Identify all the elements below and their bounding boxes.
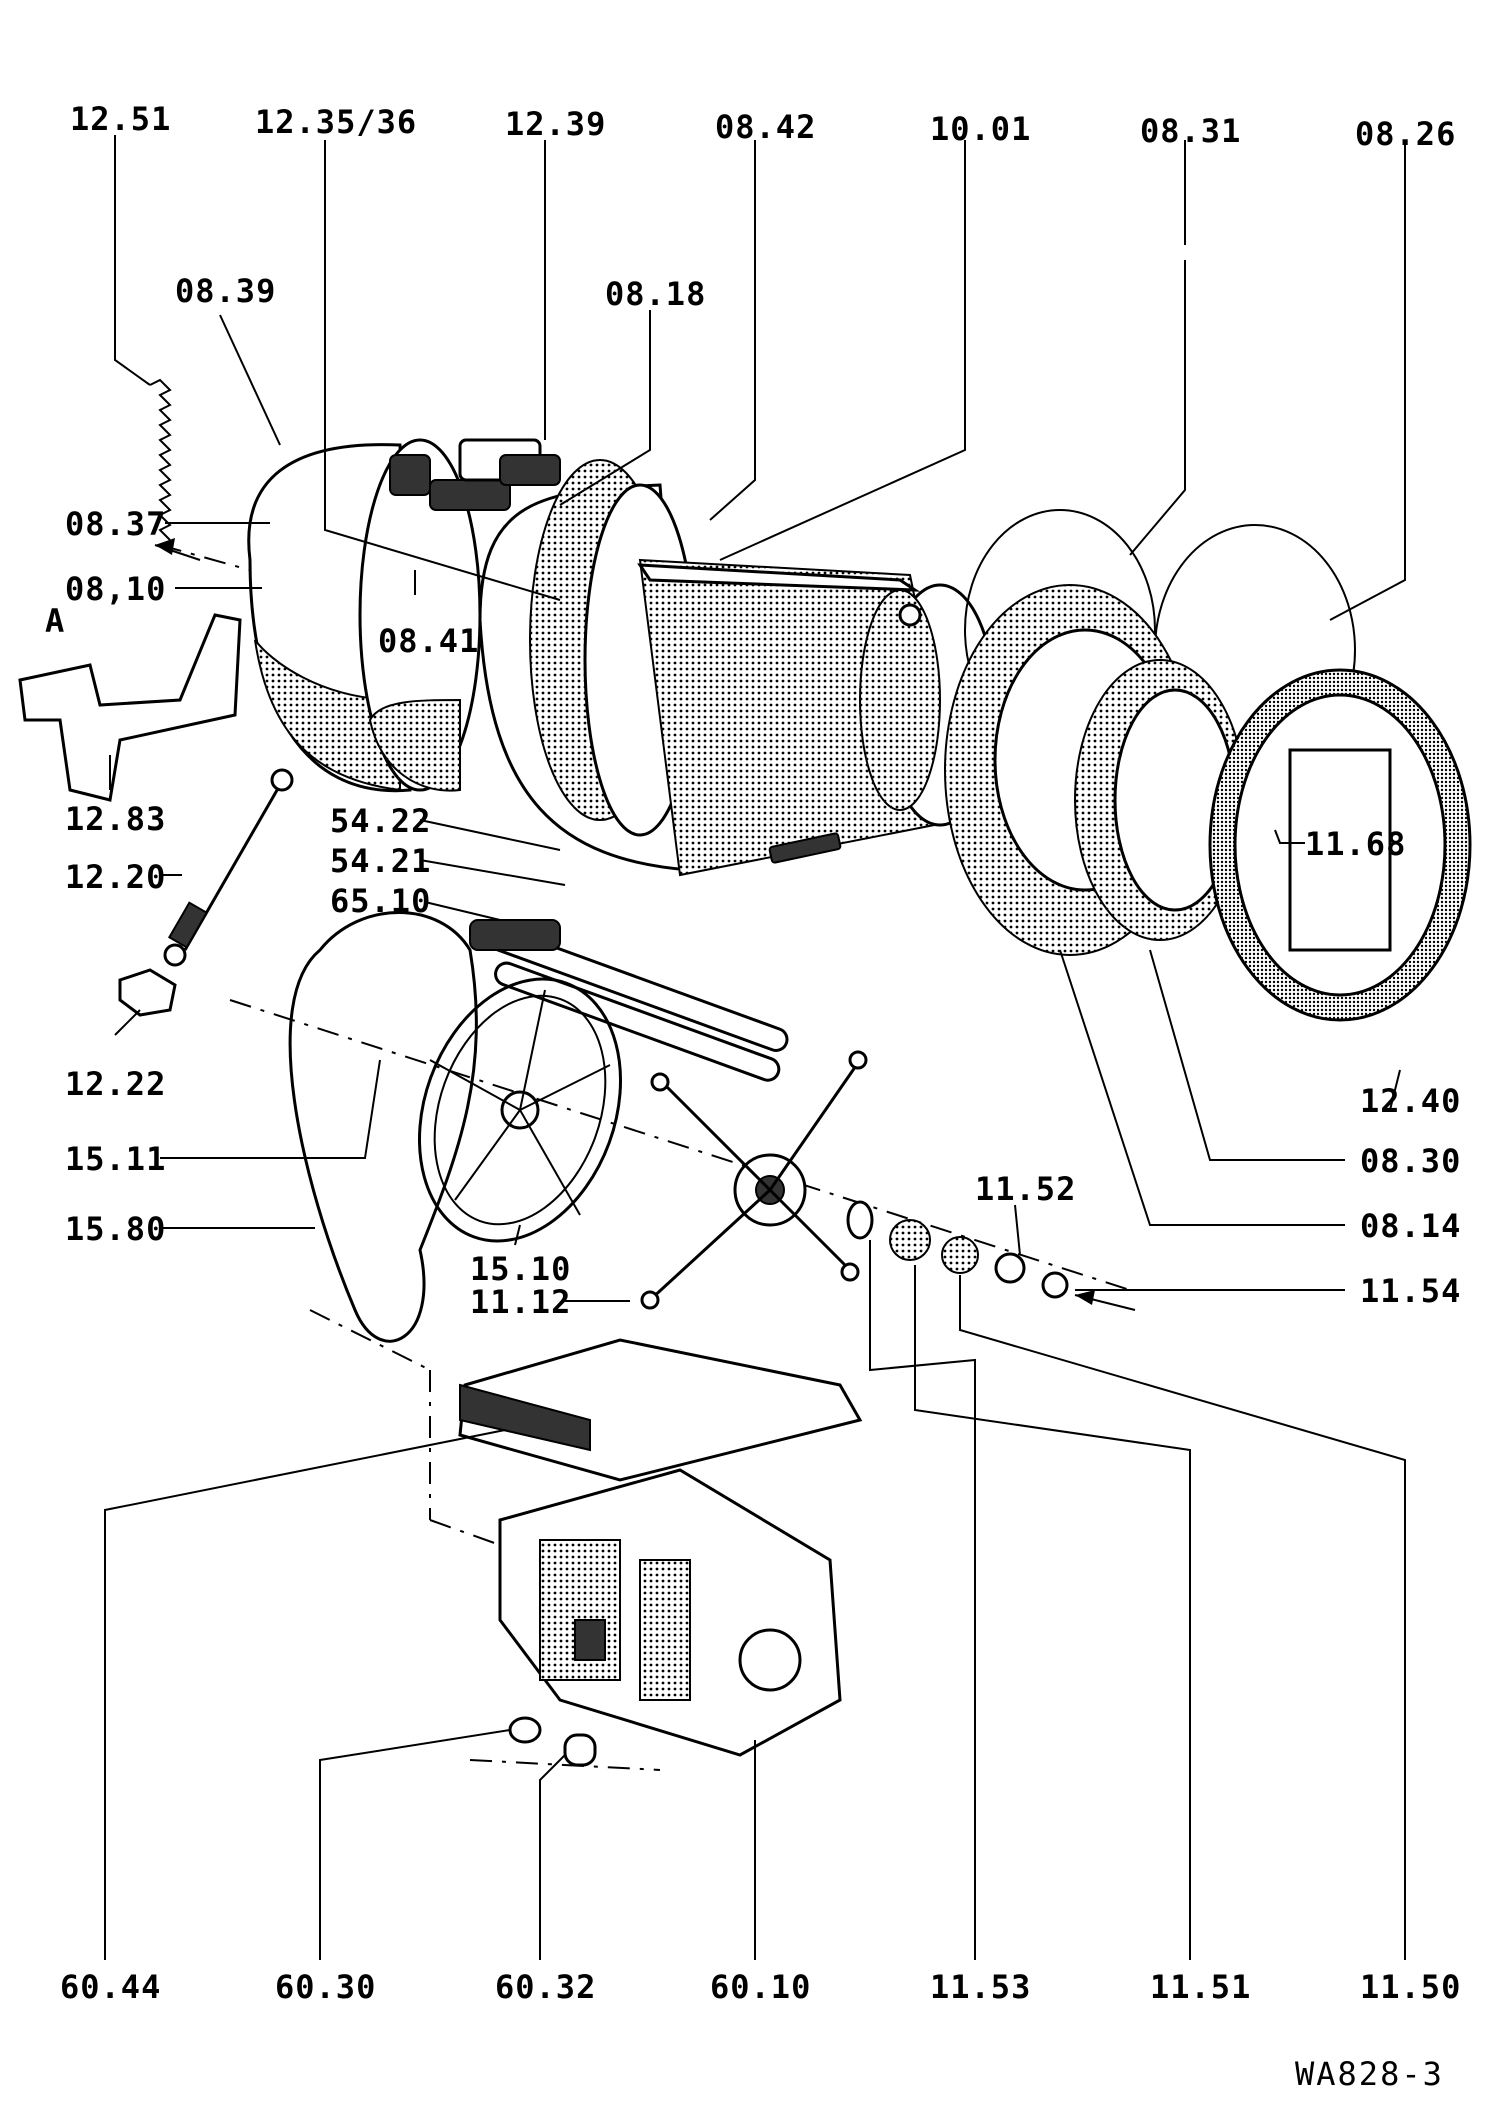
- label-12-20: 12.20: [65, 858, 166, 896]
- label-08-10: 08,10: [65, 570, 166, 608]
- inner-drum: [637, 558, 997, 877]
- label-54-21: 54.21: [330, 842, 431, 880]
- label-08-14: 08.14: [1360, 1207, 1461, 1245]
- heating-element: [469, 919, 789, 1082]
- label-A: A: [45, 602, 65, 640]
- label-08-26: 08.26: [1355, 115, 1456, 153]
- motor-mount-right: [563, 1733, 597, 1767]
- spacer-washer: [994, 1252, 1026, 1284]
- label-08-39: 08.39: [175, 272, 276, 310]
- label-11-50: 11.50: [1360, 1968, 1461, 2006]
- label-08-30: 08.30: [1360, 1142, 1461, 1180]
- label-08-31: 08.31: [1140, 112, 1241, 150]
- label-15-11: 15.11: [65, 1140, 166, 1178]
- bearing-rear: [889, 1219, 931, 1261]
- label-08-18: 08.18: [605, 275, 706, 313]
- rear-tub-housing: [247, 438, 482, 793]
- label-60-10: 60.10: [710, 1968, 811, 2006]
- label-08-41: 08.41: [378, 622, 479, 660]
- drum-pulley: [417, 977, 623, 1243]
- arrow-left-head: [155, 538, 175, 555]
- label-12-39: 12.39: [505, 105, 606, 143]
- drum-middle-section: [478, 459, 697, 872]
- label-11-51: 11.51: [1150, 1968, 1251, 2006]
- motor-mount-left: [508, 1716, 542, 1744]
- label-60-32: 60.32: [495, 1968, 596, 2006]
- diagram-reference: WA828-3: [1295, 2055, 1444, 2093]
- label-15-10: 15.10: [470, 1250, 571, 1288]
- label-60-30: 60.30: [275, 1968, 376, 2006]
- label-11-53: 11.53: [930, 1968, 1031, 2006]
- label-11-68: 11.68: [1305, 825, 1406, 863]
- label-08-42: 08.42: [715, 108, 816, 146]
- label-12-40: 12.40: [1360, 1082, 1461, 1120]
- label-12-83: 12.83: [65, 800, 166, 838]
- label-65-10: 65.10: [330, 882, 431, 920]
- motor-unit: [498, 1468, 842, 1757]
- arrow-right-head: [1075, 1290, 1095, 1305]
- label-12-51: 12.51: [70, 100, 171, 138]
- clip-part: [118, 968, 177, 1017]
- label-10-01: 10.01: [930, 110, 1031, 148]
- label-11-54: 11.54: [1360, 1272, 1461, 1310]
- leader-lines: [104, 135, 1406, 1960]
- end-washer: [1041, 1271, 1069, 1299]
- drum-spider: [640, 1050, 868, 1310]
- label-12-22: 12.22: [65, 1065, 166, 1103]
- bearing-front: [941, 1236, 979, 1274]
- label-11-52: 11.52: [975, 1170, 1076, 1208]
- label-11-12: 11.12: [470, 1283, 571, 1321]
- seal-washer: [846, 1200, 874, 1240]
- door-seal-part: [1074, 659, 1246, 941]
- label-60-44: 60.44: [60, 1968, 161, 2006]
- callout-labels: 12.51 12.35/36 12.39 08.42 10.01 08.31 0…: [45, 100, 1461, 2093]
- parts-drawing: [18, 378, 1472, 1771]
- mounting-bracket: [18, 613, 242, 802]
- door-ring-part: [1208, 668, 1472, 1022]
- drive-belt: [288, 911, 478, 1343]
- label-12-35-36: 12.35/36: [255, 103, 417, 141]
- motor-plate: [458, 1338, 863, 1482]
- top-bracket-part: [389, 438, 561, 511]
- shock-absorber: [163, 768, 294, 967]
- label-08-37: 08.37: [65, 505, 166, 543]
- label-15-80: 15.80: [65, 1210, 166, 1248]
- label-54-22: 54.22: [330, 802, 431, 840]
- spring-part: [149, 378, 172, 541]
